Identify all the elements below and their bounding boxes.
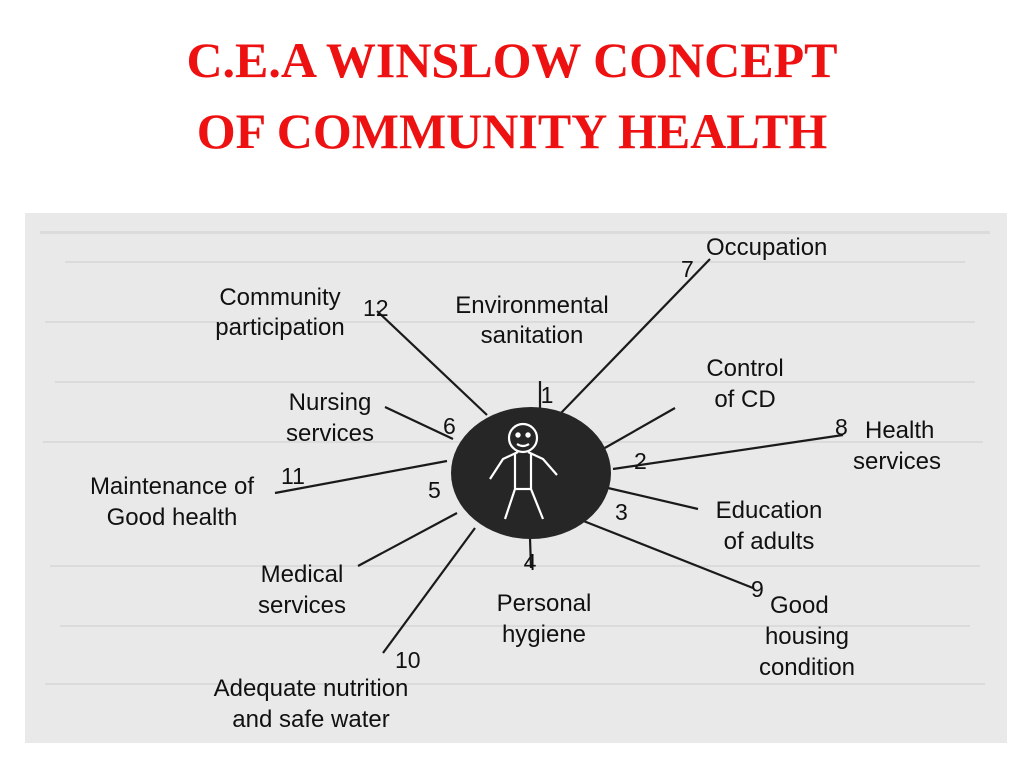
node-label: Medical xyxy=(261,561,344,588)
node-community-participation: Community participation 12 xyxy=(215,284,388,341)
node-label: and safe water xyxy=(232,706,389,733)
winslow-diagram: Environmental sanitation 1 Control of CD… xyxy=(40,231,990,733)
node-medical-services: Medical services 5 xyxy=(258,477,441,619)
node-label: Health xyxy=(865,417,934,444)
node-health-services: Health services 8 xyxy=(835,414,941,475)
node-environmental-sanitation: Environmental sanitation 1 xyxy=(455,292,608,408)
spoke-6 xyxy=(384,406,454,440)
node-number: 9 xyxy=(751,576,764,602)
spoke-8 xyxy=(612,433,844,471)
center-node xyxy=(451,407,611,539)
node-label: Adequate nutrition xyxy=(214,675,409,702)
node-label: Good xyxy=(770,592,829,619)
person-icon xyxy=(489,422,558,520)
node-number: 4 xyxy=(524,549,537,575)
spoke-7 xyxy=(560,258,711,414)
node-good-housing-condition: Good housing condition 9 xyxy=(751,576,855,681)
node-number: 10 xyxy=(395,647,421,673)
node-label: Occupation xyxy=(706,234,827,261)
node-education-of-adults: Education of adults 3 xyxy=(615,497,822,555)
node-label: condition xyxy=(759,654,855,681)
spoke-10 xyxy=(382,527,476,654)
spoke-5 xyxy=(357,512,458,567)
spoke-cd xyxy=(602,407,676,450)
node-maintenance-of-good-health: Maintenance of Good health 11 xyxy=(90,463,305,531)
spoke-4 xyxy=(528,537,533,569)
node-nursing-services: Nursing services 6 xyxy=(286,389,456,447)
spokes xyxy=(274,258,844,654)
node-personal-hygiene: Personal hygiene 4 xyxy=(497,549,592,648)
node-number: 1 xyxy=(541,382,554,408)
node-adequate-nutrition: Adequate nutrition and safe water 10 xyxy=(214,647,421,733)
node-label: Maintenance of xyxy=(90,473,254,500)
node-label: Environmental xyxy=(455,292,608,319)
node-label: Education xyxy=(716,497,823,524)
node-label: Nursing xyxy=(289,389,372,416)
node-number: 7 xyxy=(681,256,694,282)
node-label: Good health xyxy=(107,504,238,531)
spoke-12 xyxy=(376,310,488,416)
title-line-1: C.E.A WINSLOW CONCEPT xyxy=(186,32,838,88)
node-label: participation xyxy=(215,314,344,341)
spoke-3 xyxy=(607,486,699,511)
node-control-of-cd: Control of CD 2 xyxy=(634,355,784,474)
node-label: services xyxy=(258,592,346,619)
node-number: 12 xyxy=(363,295,389,321)
node-label: Control xyxy=(706,355,783,382)
node-label: Community xyxy=(219,284,340,311)
node-label: of CD xyxy=(714,386,775,413)
node-occupation: Occupation 7 xyxy=(681,234,827,282)
node-number: 3 xyxy=(615,499,628,525)
node-label: hygiene xyxy=(502,621,586,648)
node-number: 11 xyxy=(281,463,305,489)
node-label: services xyxy=(853,448,941,475)
title-line-2: OF COMMUNITY HEALTH xyxy=(196,103,828,159)
spoke-11 xyxy=(274,459,448,495)
node-label: services xyxy=(286,420,374,447)
node-label: Personal xyxy=(497,590,592,617)
scanned-diagram-image: Environmental sanitation 1 Control of CD… xyxy=(25,213,1007,743)
node-label: sanitation xyxy=(481,322,584,349)
node-number: 6 xyxy=(443,413,456,439)
node-label: housing xyxy=(765,623,849,650)
node-number: 2 xyxy=(634,448,647,474)
node-number: 8 xyxy=(835,414,848,440)
node-number: 5 xyxy=(428,477,441,503)
node-label: of adults xyxy=(724,528,815,555)
spoke-9 xyxy=(580,518,754,590)
